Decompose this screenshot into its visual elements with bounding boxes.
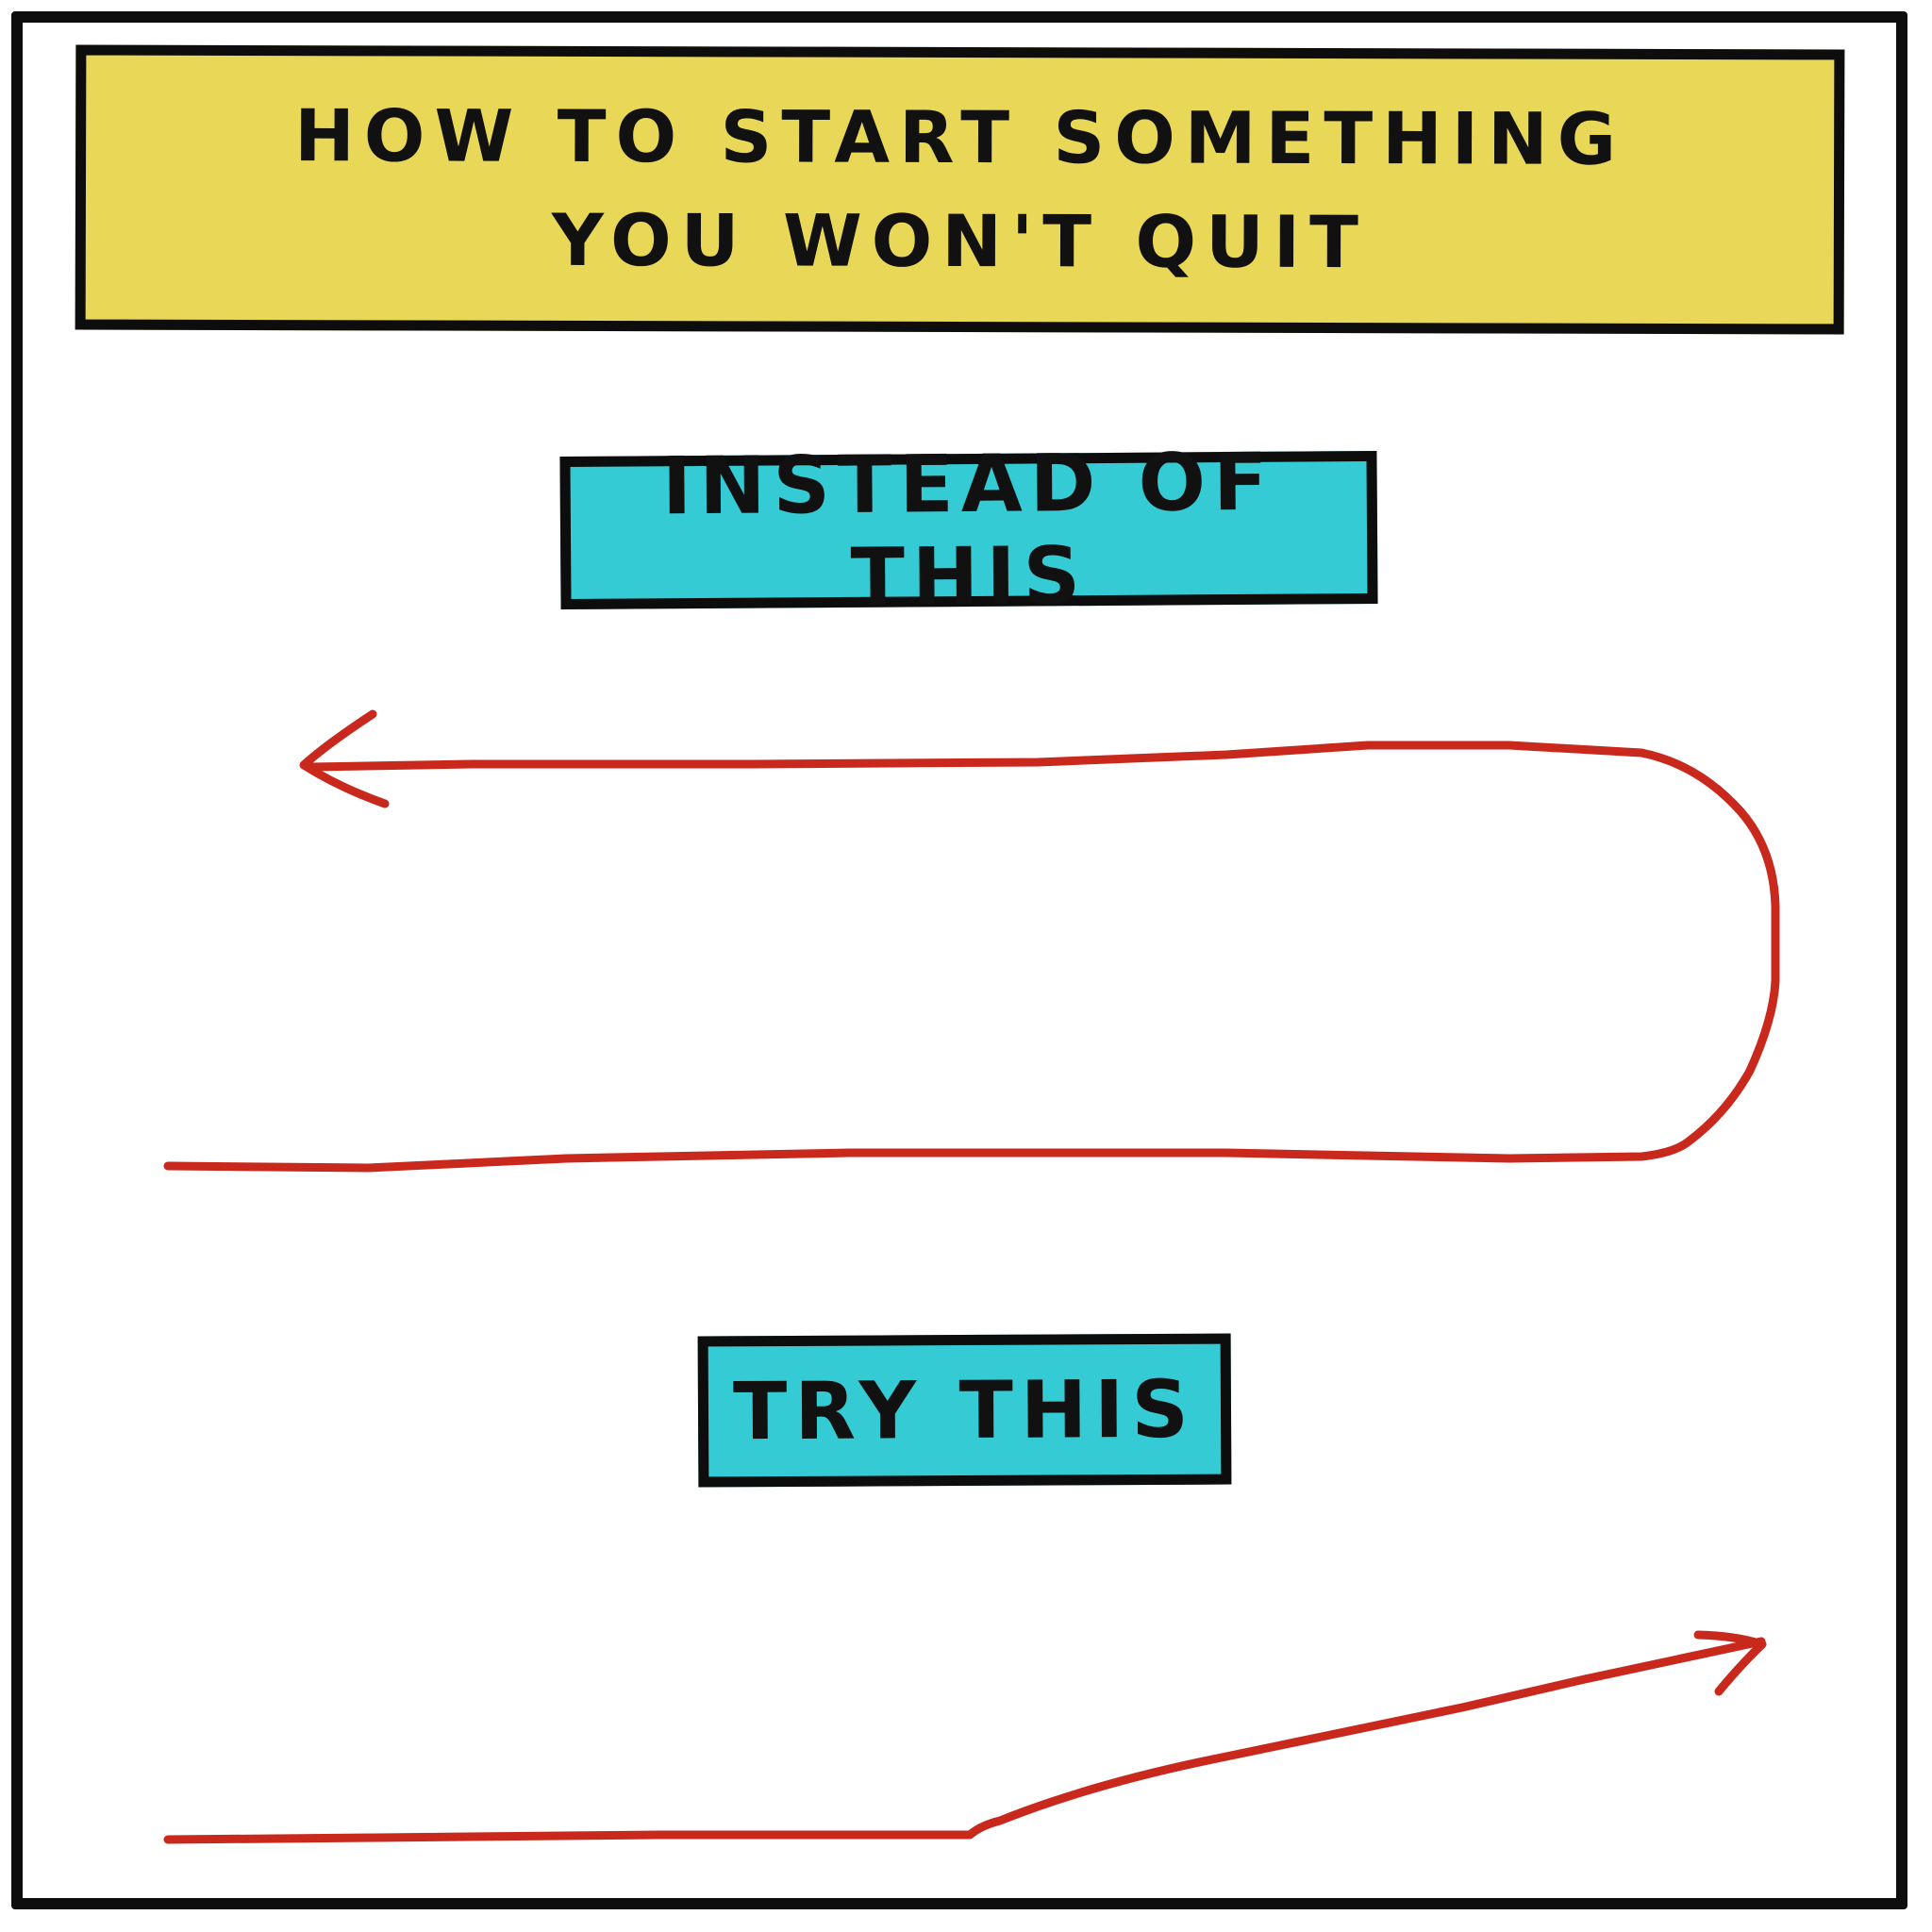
u-turn-arrow-icon xyxy=(163,709,1780,1173)
comic-frame xyxy=(11,11,1907,1909)
rising-arrow-icon xyxy=(163,1630,1767,1844)
